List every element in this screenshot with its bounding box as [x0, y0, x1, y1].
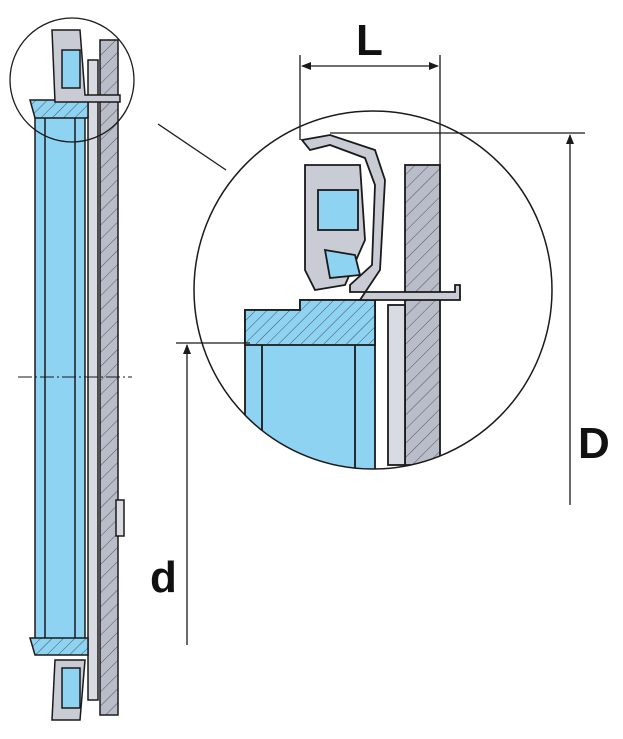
plate-tab [115, 499, 125, 537]
detail-view [244, 134, 461, 469]
detail-plate [404, 164, 441, 466]
detail-circle [193, 110, 553, 470]
inner-plate-strip [87, 59, 99, 701]
overall-section-view [28, 29, 125, 721]
dimension-D [330, 132, 585, 505]
detail-hub-section [244, 299, 376, 346]
detail-leader-line [157, 123, 227, 171]
detail-seal-insert [317, 189, 359, 231]
dimension-L [299, 55, 441, 170]
dimension-d [176, 342, 250, 645]
detail-indicator-circle [9, 17, 135, 143]
label-d: d [150, 553, 177, 602]
detail-seal-case [300, 134, 461, 301]
label-L: L [356, 16, 383, 65]
hub-flange-bottom [28, 637, 89, 656]
label-D: D [578, 419, 610, 468]
